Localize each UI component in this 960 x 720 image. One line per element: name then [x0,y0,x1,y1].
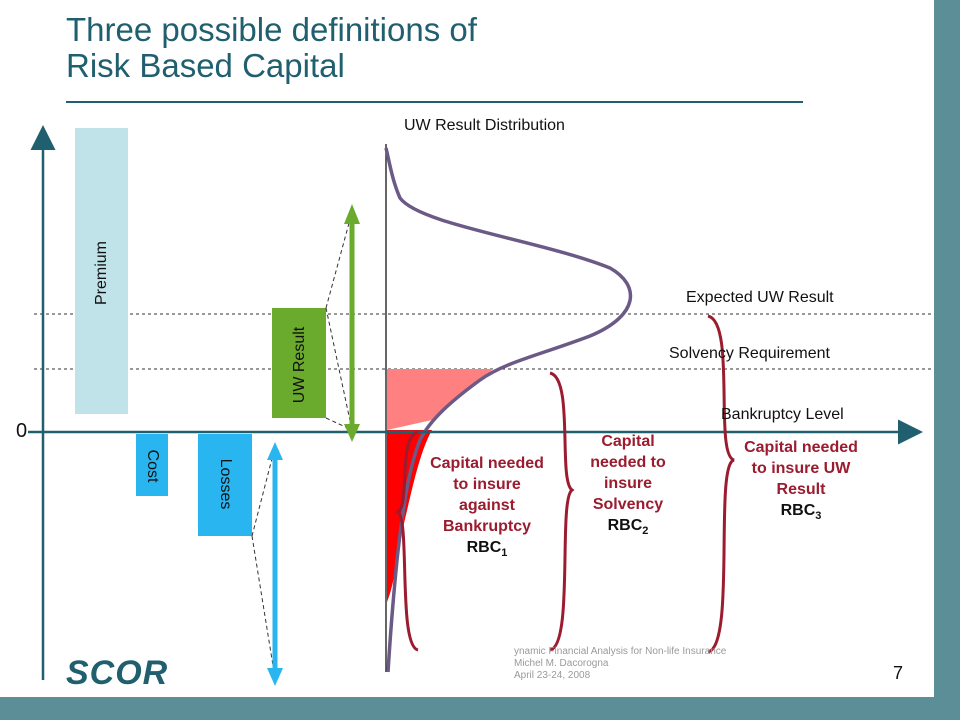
premium-label: Premium [93,241,110,306]
uw-connector-top [325,211,353,309]
slide-title: Three possible definitions of Risk Based… [66,12,806,84]
decorative-right-band [934,0,960,720]
decorative-bottom-band [0,697,960,720]
losses-bar [198,434,252,536]
scor-logo: SCOR [66,654,169,692]
page-number: 7 [893,663,904,683]
bankruptcy-tail-area [387,430,432,602]
uw-result-label: UW Result [291,326,308,404]
capital-rbc3: Capital needed to insure UW Result RBC3 [741,437,861,527]
capital-rbc3-text: Capital needed to insure UW Result [744,439,858,498]
uw-result-arrowhead-top [344,204,360,224]
expected-level-label: Expected UW Result [686,289,834,306]
title-underline [66,101,803,103]
bracket-rbc2 [549,371,575,652]
capital-rbc2-text: Capital needed to insure Solvency [590,433,666,513]
title-line-2: Risk Based Capital [66,47,345,84]
losses-connector-top [251,446,276,537]
capital-rbc1: Capital needed to insure against Bankrup… [424,453,550,564]
capital-rbc1-text: Capital needed to insure against Bankrup… [430,455,544,535]
title-line-1: Three possible definitions of [66,11,477,48]
solvency-level-label: Solvency Requirement [669,345,830,362]
solvency-tail-area [387,369,493,430]
losses-label: Losses [217,458,234,510]
cost-bar [136,434,168,496]
footnote: ynamic Financial Analysis for Non-life I… [514,646,726,682]
capital-rbc1-code: RBC1 [466,539,508,560]
footnote-line-3: April 23-24, 2008 [514,670,591,681]
capital-rbc2: Capital needed to insure Solvency RBC2 [573,431,683,542]
zero-label: 0 [16,420,28,442]
bracket-rbc1 [395,430,419,652]
uw-result-arrowhead-bottom [344,424,360,442]
bracket-rbc3 [707,314,735,654]
uw-result-bar [272,308,326,418]
losses-connector-bottom [251,535,276,679]
footnote-line-1: ynamic Financial Analysis for Non-life I… [514,646,727,657]
distribution-title: UW Result Distribution [404,117,565,134]
losses-arrowhead-bottom [267,668,283,686]
footnote-line-2: Michel M. Dacorogna [514,658,609,669]
distribution-curve [384,147,633,673]
losses-arrowhead-top [267,442,283,460]
cost-label: Cost [144,449,161,483]
capital-rbc3-code: RBC3 [780,502,822,523]
capital-rbc2-code: RBC2 [607,517,649,538]
premium-bar [75,128,128,414]
bankruptcy-level-label: Bankruptcy Level [721,406,844,423]
